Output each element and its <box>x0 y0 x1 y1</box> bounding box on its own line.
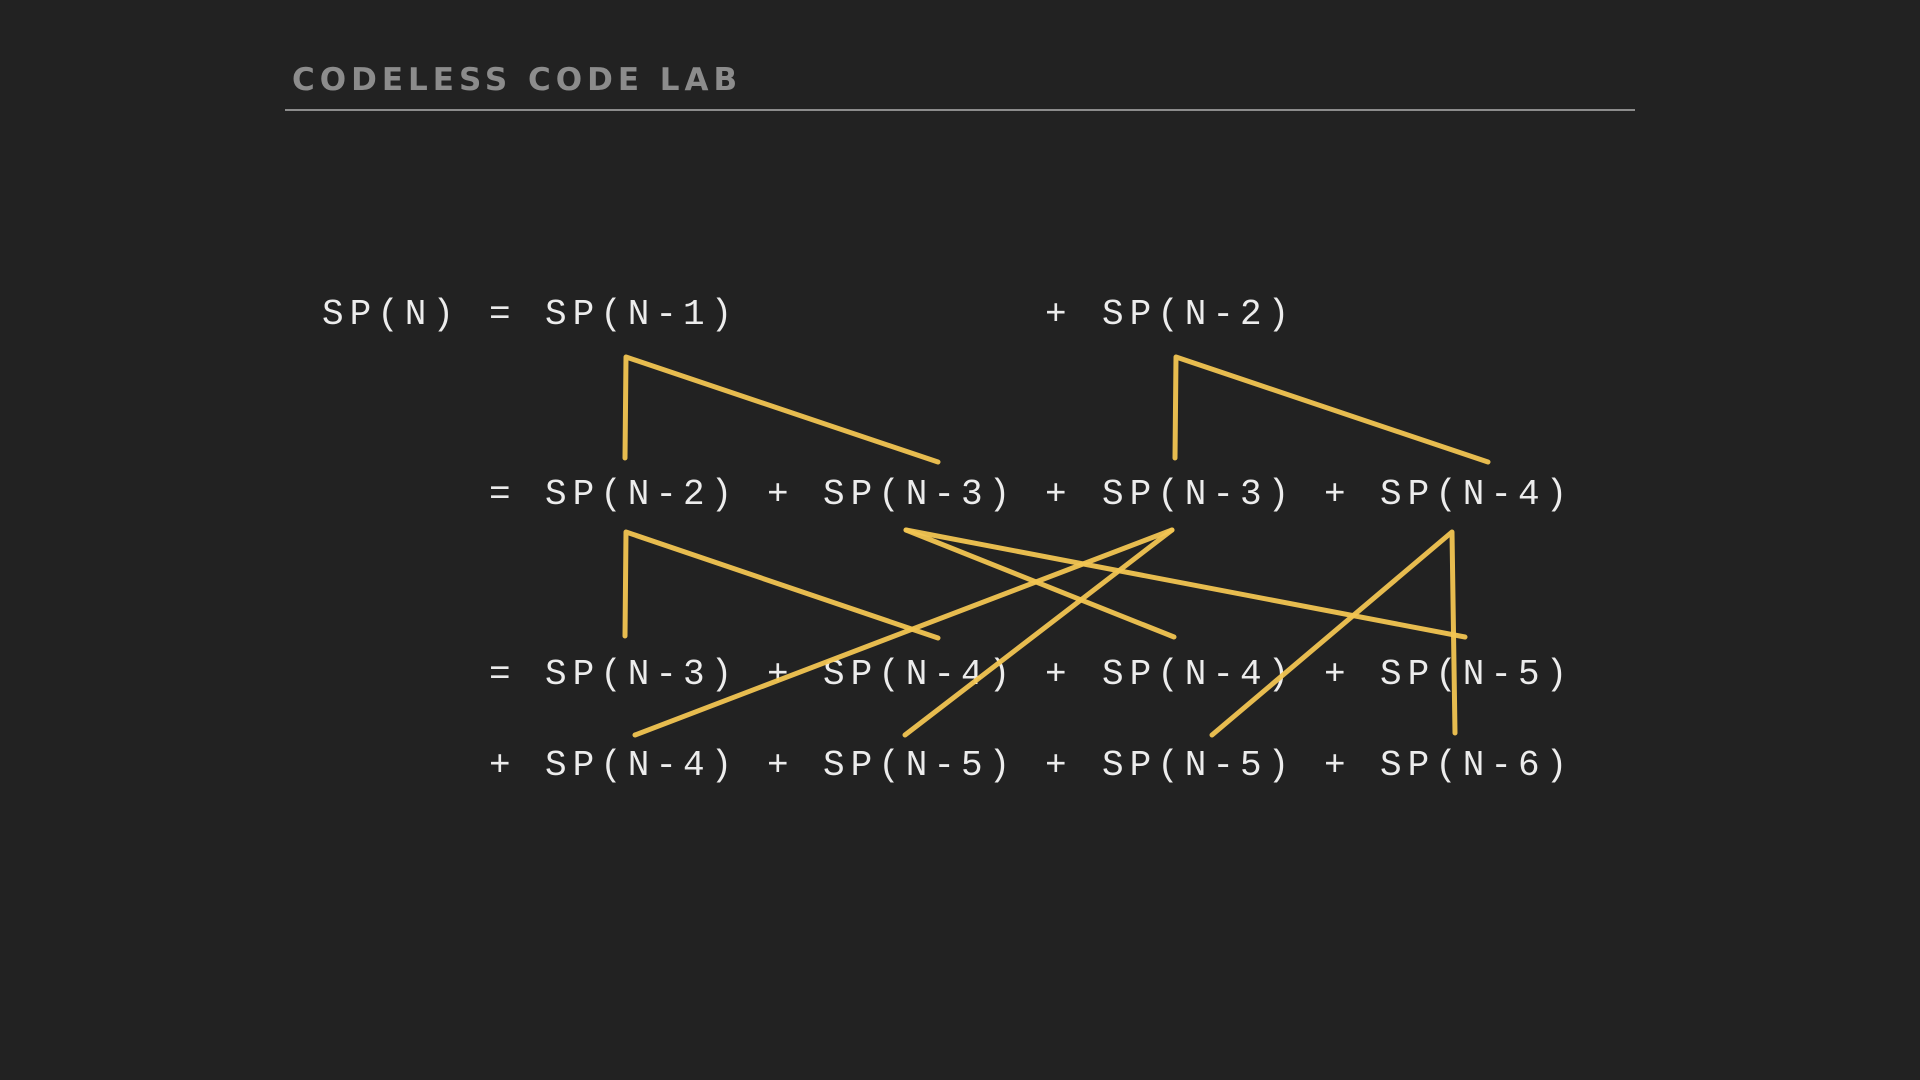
row2-term-3: SP(N-3) <box>1102 474 1296 515</box>
row1-term-1: SP(N-1) <box>545 294 739 335</box>
row4-plus-1: + <box>489 745 517 786</box>
row2-plus-2: + <box>767 474 795 515</box>
branch-row2-term-3-b <box>902 527 1175 738</box>
header-divider <box>285 109 1635 111</box>
branch-row2-term-4 <box>1209 529 1458 738</box>
row1-term-2: SP(N-2) <box>1102 294 1296 335</box>
row2-plus-4: + <box>1324 474 1352 515</box>
row3-plus-4: + <box>1324 654 1352 695</box>
row1-equals: = <box>489 294 517 335</box>
row3-term-4: SP(N-5) <box>1380 654 1574 695</box>
branch-row2-term-2-b <box>903 527 1177 640</box>
row3-plus-3: + <box>1045 654 1073 695</box>
row3-term-1: SP(N-3) <box>545 654 739 695</box>
brand-logo-text: CODELESS CODE LAB <box>292 62 743 98</box>
branch-sp-n-2 <box>1172 354 1491 465</box>
row3-term-3: SP(N-4) <box>1102 654 1296 695</box>
row3-term-2: SP(N-4) <box>823 654 1017 695</box>
row4-term-3: SP(N-5) <box>1102 745 1296 786</box>
row2-term-2: SP(N-3) <box>823 474 1017 515</box>
row2-plus-3: + <box>1045 474 1073 515</box>
row1-plus-2: + <box>1045 294 1073 335</box>
row2-term-1: SP(N-2) <box>545 474 739 515</box>
row2-term-4: SP(N-4) <box>1380 474 1574 515</box>
row4-term-4: SP(N-6) <box>1380 745 1574 786</box>
branch-row2-term-3-a <box>632 527 1175 738</box>
row4-term-1: SP(N-4) <box>545 745 739 786</box>
branch-sp-n-1 <box>622 354 941 465</box>
row4-plus-2: + <box>767 745 795 786</box>
branch-row2-term-1 <box>622 529 941 641</box>
row4-plus-4: + <box>1324 745 1352 786</box>
branch-row2-term-2-a <box>903 527 1468 640</box>
row3-equals: = <box>489 654 517 695</box>
row1-lhs: SP(N) <box>322 294 461 335</box>
row4-term-2: SP(N-5) <box>823 745 1017 786</box>
row2-equals: = <box>489 474 517 515</box>
row4-plus-3: + <box>1045 745 1073 786</box>
